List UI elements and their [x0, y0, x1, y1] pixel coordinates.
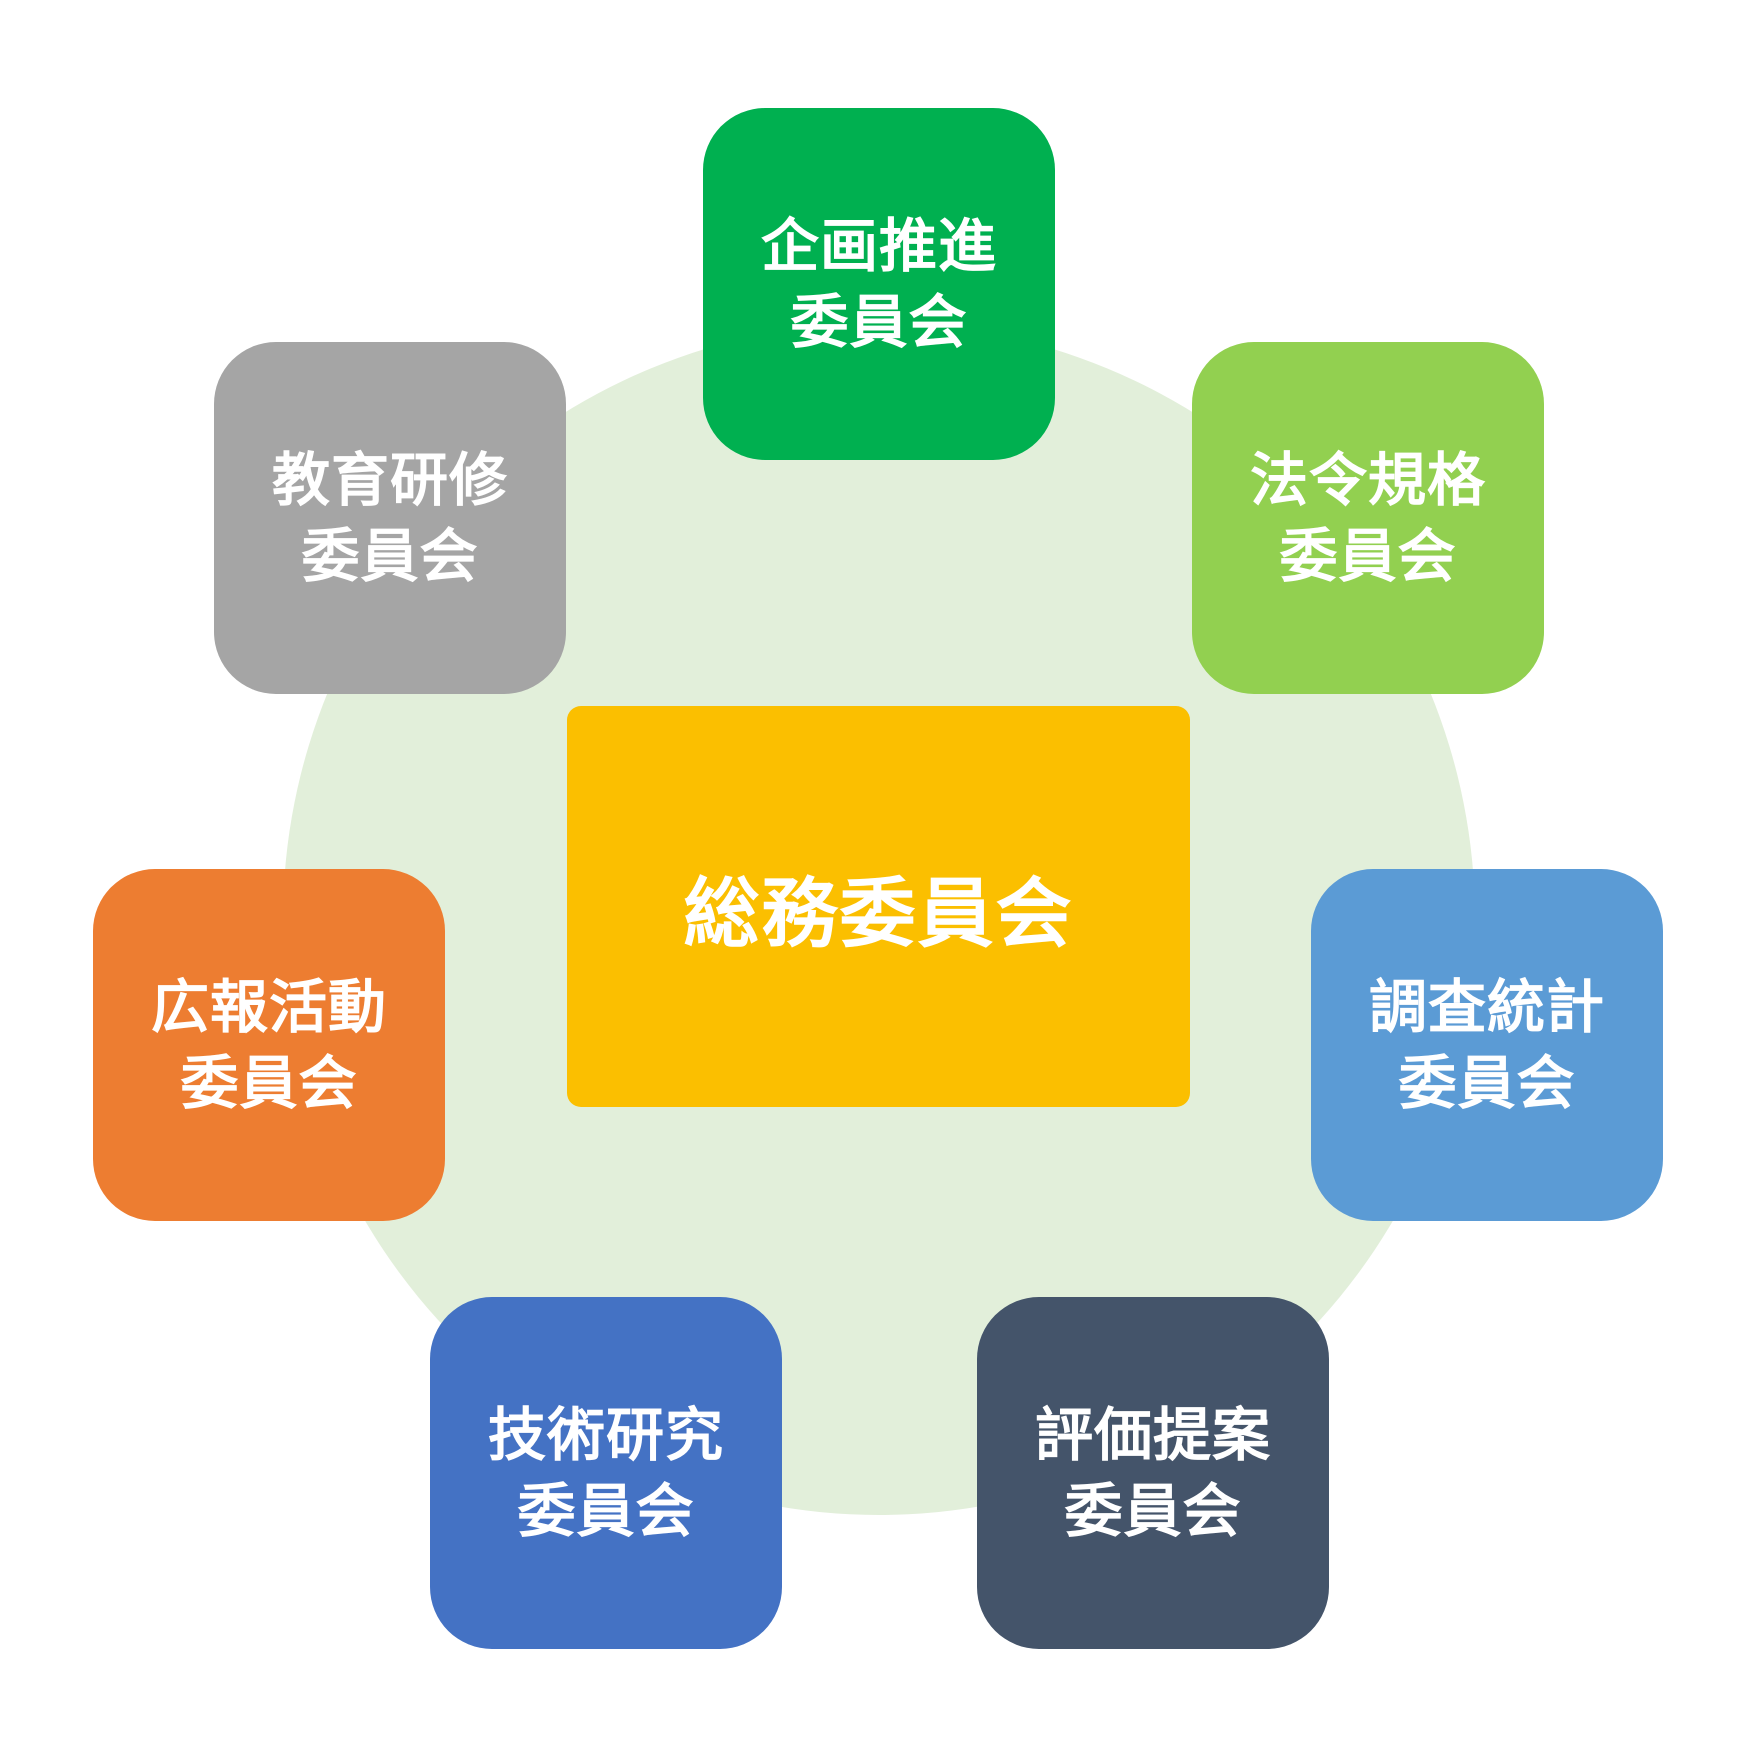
- committee-name: 法令規格: [1249, 446, 1486, 514]
- committee-name: 技術研究: [487, 1401, 724, 1469]
- committee-name: 広報活動: [150, 973, 387, 1041]
- committee-suffix: 委員会: [790, 288, 968, 356]
- committee-suffix: 委員会: [180, 1049, 358, 1117]
- committee-suffix: 委員会: [1064, 1477, 1242, 1545]
- committee-name: 教育研修: [271, 446, 508, 514]
- center-committee-label: 総務委員会: [683, 868, 1074, 958]
- committee-suffix: 委員会: [1398, 1049, 1576, 1117]
- committee-name: 調査統計: [1368, 973, 1605, 1041]
- committee-node-regulations: 法令規格 委員会: [1192, 342, 1544, 694]
- committee-suffix: 委員会: [517, 1477, 695, 1545]
- committee-name: 評価提案: [1034, 1401, 1271, 1469]
- committee-node-education: 教育研修 委員会: [214, 342, 566, 694]
- committee-node-publicity: 広報活動 委員会: [93, 869, 445, 1221]
- committee-node-technology: 技術研究 委員会: [430, 1297, 782, 1649]
- committee-node-planning: 企画推進 委員会: [703, 108, 1055, 460]
- committee-suffix: 委員会: [301, 522, 479, 590]
- committee-suffix: 委員会: [1279, 522, 1457, 590]
- committee-name: 企画推進: [760, 212, 997, 280]
- committee-node-evaluation: 評価提案 委員会: [977, 1297, 1329, 1649]
- committee-node-survey: 調査統計 委員会: [1311, 869, 1663, 1221]
- center-committee-box: 総務委員会: [567, 706, 1190, 1107]
